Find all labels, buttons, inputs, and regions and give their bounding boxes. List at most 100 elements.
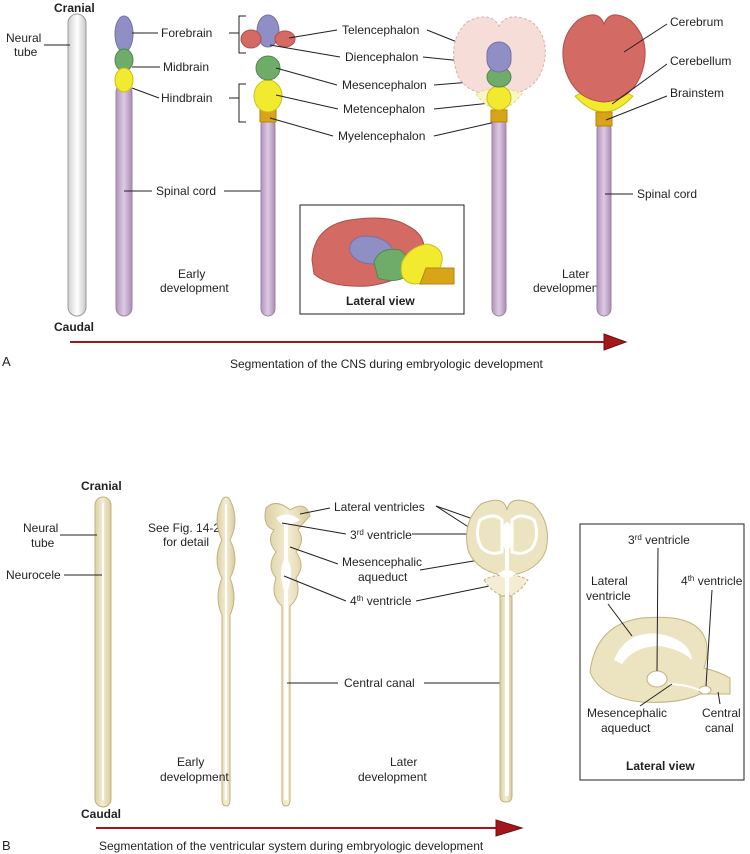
caption-a: Segmentation of the CNS during embryolog… [230,357,544,371]
lateral-view-inset-b: 3rd ventricle Lateral ventricle 4th vent… [579,523,745,781]
inset-third-ventricle-leader [656,547,659,672]
telencephalon-right-segment [274,30,296,48]
spinal-cord-early [115,83,133,317]
central-canal-label: Central canal [344,676,415,690]
lateral-view-title-b: Lateral view [626,759,695,773]
mesencephalon-label: Mesencephalon [342,78,427,92]
right-lateral-ventricle [510,514,539,555]
hindbrain-label: Hindbrain [161,91,212,105]
aqueduct-leader-left [289,546,339,565]
five-vesicle-tube [240,14,296,317]
inset-lateral-ventricle-leader [607,603,633,637]
spinal-cord-later-outline [491,117,507,317]
inset-fourth-ventricle-leader [705,589,713,687]
neural-tube-a [67,13,87,317]
metencephalon-later [486,85,512,111]
later-development-label-a-line1: Later [562,267,589,281]
hindbrain-vesicle [114,67,134,93]
fourth-ventricle-leader-left [283,575,347,602]
myelencephalon-leader-mid [269,117,334,137]
telencephalon-leader-mid [288,29,338,39]
cerebellum-leader [611,63,668,105]
cranial-label-b: Cranial [81,479,122,493]
spinal-cord-mature [596,121,612,317]
fourth-ventricle-label: 4th ventricle [350,594,412,608]
diencephalon-later [486,41,512,73]
cerebrum-label: Cerebrum [670,15,723,29]
mesencephalon-leader-mid [275,67,338,86]
inset-aqueduct-label-line1: Mesencephalic [587,706,667,720]
inset-central-canal-label-line2: canal [705,721,734,735]
hindbrain-leader [131,87,160,99]
diencephalon-segment [256,14,280,48]
cerebrum-shape [562,14,646,103]
mesencephalic-aqueduct-label-line2: aqueduct [358,570,408,584]
forebrain-bracket [238,15,246,54]
caudal-label-a: Caudal [54,320,94,334]
diencephalon-leader-mid [269,44,341,58]
later-development-label-b-line1: Later [390,755,417,769]
inset-lateral-ventricle-label-line1: Lateral [591,574,628,588]
metencephalon-leader-mid [275,94,339,110]
inset-b-aqueduct [667,683,701,691]
brainstem-outline-segment [490,109,508,123]
lateral-view-title-a: Lateral view [346,294,415,308]
neurocele-label: Neurocele [6,568,61,582]
later-development-label-b-line2: development [358,770,427,784]
inset-b-lateral-ventricle [614,633,692,664]
forebrain-vesicle [114,15,134,53]
midbrain-label: Midbrain [163,60,209,74]
third-ventricle-early [276,514,300,525]
brainstem-label: Brainstem [670,86,724,100]
panel-b: Cranial Neural tube Neurocele See Fig. 1… [2,479,745,853]
lateral-view-inset-a: Lateral view [299,204,465,315]
caudal-label-b: Caudal [81,807,121,821]
panel-a: Cranial Neural tube Forebrain Midbrain H… [2,1,731,371]
early-development-label-a-line2: development [160,281,229,295]
lateral-ventricles-leader-left [299,507,331,515]
inset-aqueduct-label-line2: aqueduct [601,721,651,735]
development-arrowhead-a [603,333,628,351]
myelencephalon-leader-right [433,120,501,137]
later-development-label-a-line2: development [533,281,602,295]
central-canal-early [281,524,291,800]
lateral-ventricles-leader-right1 [435,505,471,529]
later-ventricular-brain [466,499,548,803]
third-ventricle-label: 3rd ventricle [350,528,412,542]
panel-letter-a: A [2,354,11,369]
caption-b: Segmentation of the ventricular system d… [99,839,484,853]
cerebellum-label: Cerebellum [670,54,731,68]
spinal-cord-label-a-right: Spinal cord [637,187,697,201]
spinal-cord-label-a-left: Spinal cord [156,184,216,198]
lateral-ventricles-label: Lateral ventricles [334,500,425,514]
spinal-cord-five-vesicle [260,117,276,317]
telencephalon-left-segment [240,29,262,49]
neural-tube-label-a-line2: tube [14,45,38,59]
myelencephalon-label: Myelencephalon [338,129,425,143]
neural-tube-label-b-line1: Neural [23,521,58,535]
brainstem-shape [595,111,613,127]
mesencephalic-aqueduct-label-line1: Mesencephalic [342,555,422,569]
third-ventricle-leader-left [281,522,347,535]
see-fig-label-line2: for detail [163,535,209,549]
inset-third-ventricle-label: 3rd ventricle [628,533,690,547]
brainstem-leader [605,95,668,121]
panel-letter-b: B [2,838,11,853]
early-development-label-b-line2: development [160,770,229,784]
inset-central-canal-leader [717,691,721,705]
metencephalon-label: Metencephalon [343,102,425,116]
mesencephalon-segment [255,55,281,81]
mature-brain [562,14,646,317]
forebrain-label: Forebrain [161,26,212,40]
inset-central-canal-label-line1: Central [702,706,741,720]
left-lateral-ventricle [475,514,504,555]
cerebrum-leader [623,23,668,53]
telencephalon-label: Telencephalon [342,23,419,37]
diencephalon-label: Diencephalon [345,50,418,64]
central-canal-later [505,548,509,796]
neural-tube-label-b-line2: tube [31,536,55,550]
neural-tube-label-a-line1: Neural [6,31,41,45]
inset-myelencephalon [419,267,455,285]
metencephalon-segment [253,79,283,113]
